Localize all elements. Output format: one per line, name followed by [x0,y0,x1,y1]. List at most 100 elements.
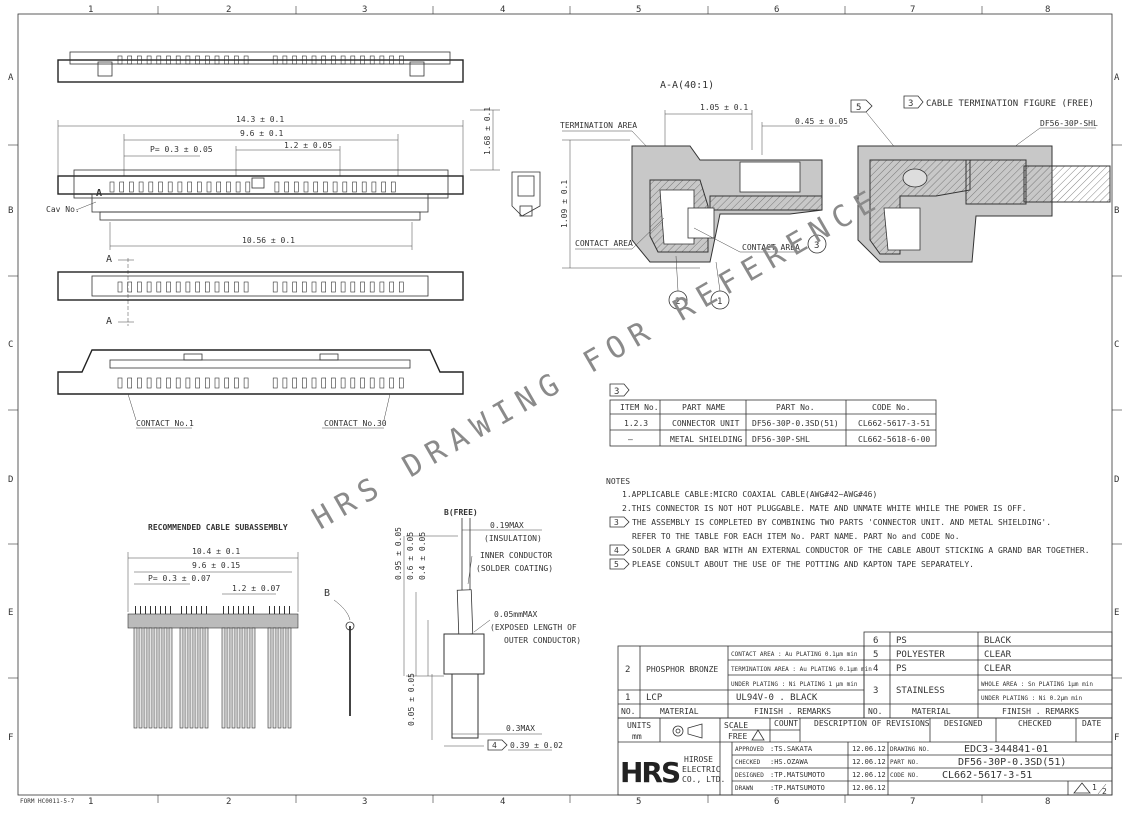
mat-name: PHOSPHOR BRONZE [646,665,718,674]
mat-finish: WHOLE AREA : Sn PLATING 1μm min [981,681,1093,688]
sub-dim-1-2: 1.2 ± 0.07 [232,584,280,593]
detail-b-v1: 0.95 ± 0.05 [394,527,403,580]
signoff-role: CHECKED [735,759,761,766]
note-flag: 3 [614,518,619,527]
grid-col-3: 3 [362,5,367,15]
contact-tooth [243,55,249,65]
contact-tooth [189,627,194,729]
sub-dim-10-4: 10.4 ± 0.1 [192,547,240,556]
materials-right: 6 PS BLACK 5 POLYESTER CLEAR 4 PS CLEAR … [863,631,1113,719]
contact-tooth [398,55,404,65]
contact-tooth [127,55,132,65]
contact-tooth [206,181,212,193]
contact-tooth [398,377,404,389]
mat-finish: TERMINATION AREA : Au PLATING 0.1μm min [731,666,872,673]
detail-b-d1b: (INSULATION) [484,534,542,543]
items-header-part: PART No. [776,403,815,412]
contact-tooth [369,377,375,389]
mat-no: 6 [873,636,878,646]
hrs-logo: HRS [620,756,680,789]
note-line: PLEASE CONSULT ABOUT THE USE OF THE POTT… [632,560,974,569]
mat-header: FINISH . REMARKS [754,707,831,716]
tb-date: DATE [1082,719,1101,728]
contact-tooth [177,181,183,193]
flag-3-cable: 3 [908,99,913,109]
grid-col-4: 4 [500,5,505,15]
contact-tooth [187,181,192,193]
signoff-role: DRAWN [735,785,753,792]
contact-tooth [361,181,367,193]
contact-tooth [167,181,173,193]
contact-tooth [282,627,287,729]
contact-tooth [340,377,346,389]
grid-col-3-bottom: 3 [362,797,367,807]
contact-tooth [156,377,162,389]
items-cell: DF56-30P-0.3SD(51) [752,419,839,428]
mark-b: B [324,588,330,599]
contact-tooth [148,627,153,729]
contact-tooth [185,55,191,65]
contact-tooth [185,377,191,389]
contact-tooth [224,377,229,389]
detail-b-d3: 0.05mmMAX [494,610,538,619]
shield-part-no: DF56-30P-SHL [1040,119,1098,128]
contact-tooth [350,377,356,389]
contact-tooth [158,627,163,729]
contact-tooth [282,281,288,293]
contact-tooth [194,627,199,729]
contact-tooth [179,627,184,729]
contact-tooth [216,181,221,193]
contact-tooth [158,181,163,193]
contact-tooth [267,627,272,729]
note-line: 1.APPLICABLE CABLE:MICRO COAXIAL CABLE(A… [622,490,877,499]
section-a-a: A-A(40:1) 1.05 ± 0.1 0.45 ± 0.05 1.09 ± … [560,80,848,310]
contact-tooth [234,377,239,389]
tb-scale: SCALE [724,721,748,730]
dim-1-09: 1.09 ± 0.1 [560,180,569,228]
contact-tooth [331,55,336,65]
note-line: 2.THIS CONNECTOR IS NOT HOT PLUGGABLE. M… [622,504,1027,513]
contact-tooth [360,55,365,65]
contact-tooth [148,181,154,193]
contact-tooth [138,181,144,193]
contact-tooth [153,627,158,729]
grid-row-a: A [8,73,14,83]
sheet-no: 1 [1092,783,1097,792]
dim-1-2: 1.2 ± 0.05 [284,141,332,150]
contact-area-left: CONTACT AREA [575,239,633,248]
grid-row-f: F [8,733,13,743]
dim-9-6: 9.6 ± 0.1 [240,129,284,138]
contact-tooth [117,377,123,389]
contact-tooth [277,627,282,729]
note-line: SOLDER A GRAND BAR WITH AN EXTERNAL COND… [632,546,1090,555]
contact-no-1: CONTACT No.1 [136,419,194,428]
contact-area-right: CONTACT AREA [742,243,800,252]
grid-row-b-right: B [1114,206,1119,216]
mat-finish: UL94V-0 . BLACK [736,693,818,703]
contact-tooth [272,627,277,729]
detail-b-d1: 0.19MAX [490,521,524,530]
signoff-date: 12.06.12 [852,784,886,792]
contact-view: CONTACT No.1 CONTACT No.30 [57,349,464,429]
mark-a-upper: A [106,254,112,265]
contact-tooth [292,55,297,65]
contact-tooth [245,181,251,193]
detail-b-d2: INNER CONDUCTOR [480,551,552,560]
contact-tooth [301,377,307,389]
contact-tooth [340,281,346,293]
contact-tooth [243,281,249,293]
cable-fig-title: CABLE TERMINATION FIGURE (FREE) [926,99,1094,109]
items-cell: — [628,435,633,444]
items-cell: CL662-5617-3-51 [858,419,930,428]
contact-tooth [137,377,142,389]
mat-finish: UNDER PLATING : Ni PLATING 1 μm min [731,681,858,688]
contact-tooth [282,55,288,65]
contact-tooth [168,627,173,729]
contact-tooth [352,181,357,193]
items-header-code: CODE No. [872,403,911,412]
cable-termination-figure: 5 3 CABLE TERMINATION FIGURE (FREE) DF56… [850,95,1111,263]
signoff-date: 12.06.12 [852,758,886,766]
contact-tooth [185,281,191,293]
sheet-total: 2 [1102,787,1107,796]
items-header-item: ITEM No. [620,403,659,412]
